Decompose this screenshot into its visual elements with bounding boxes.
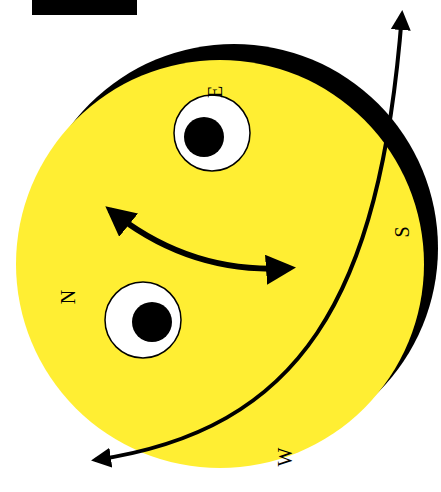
orbit-arrow bbox=[95, 14, 402, 460]
rotation-arrow bbox=[110, 210, 290, 269]
eye-pupil bbox=[132, 302, 172, 342]
eye-white bbox=[105, 282, 181, 358]
eye-white bbox=[174, 95, 250, 171]
compass-letter: E bbox=[205, 86, 225, 98]
compass-letter: W bbox=[275, 448, 295, 467]
planet-disc bbox=[16, 60, 424, 468]
compass-letter: S bbox=[392, 226, 412, 237]
black-bar bbox=[32, 0, 137, 15]
eye-pupil bbox=[184, 117, 224, 157]
compass-letter: N bbox=[58, 290, 78, 304]
